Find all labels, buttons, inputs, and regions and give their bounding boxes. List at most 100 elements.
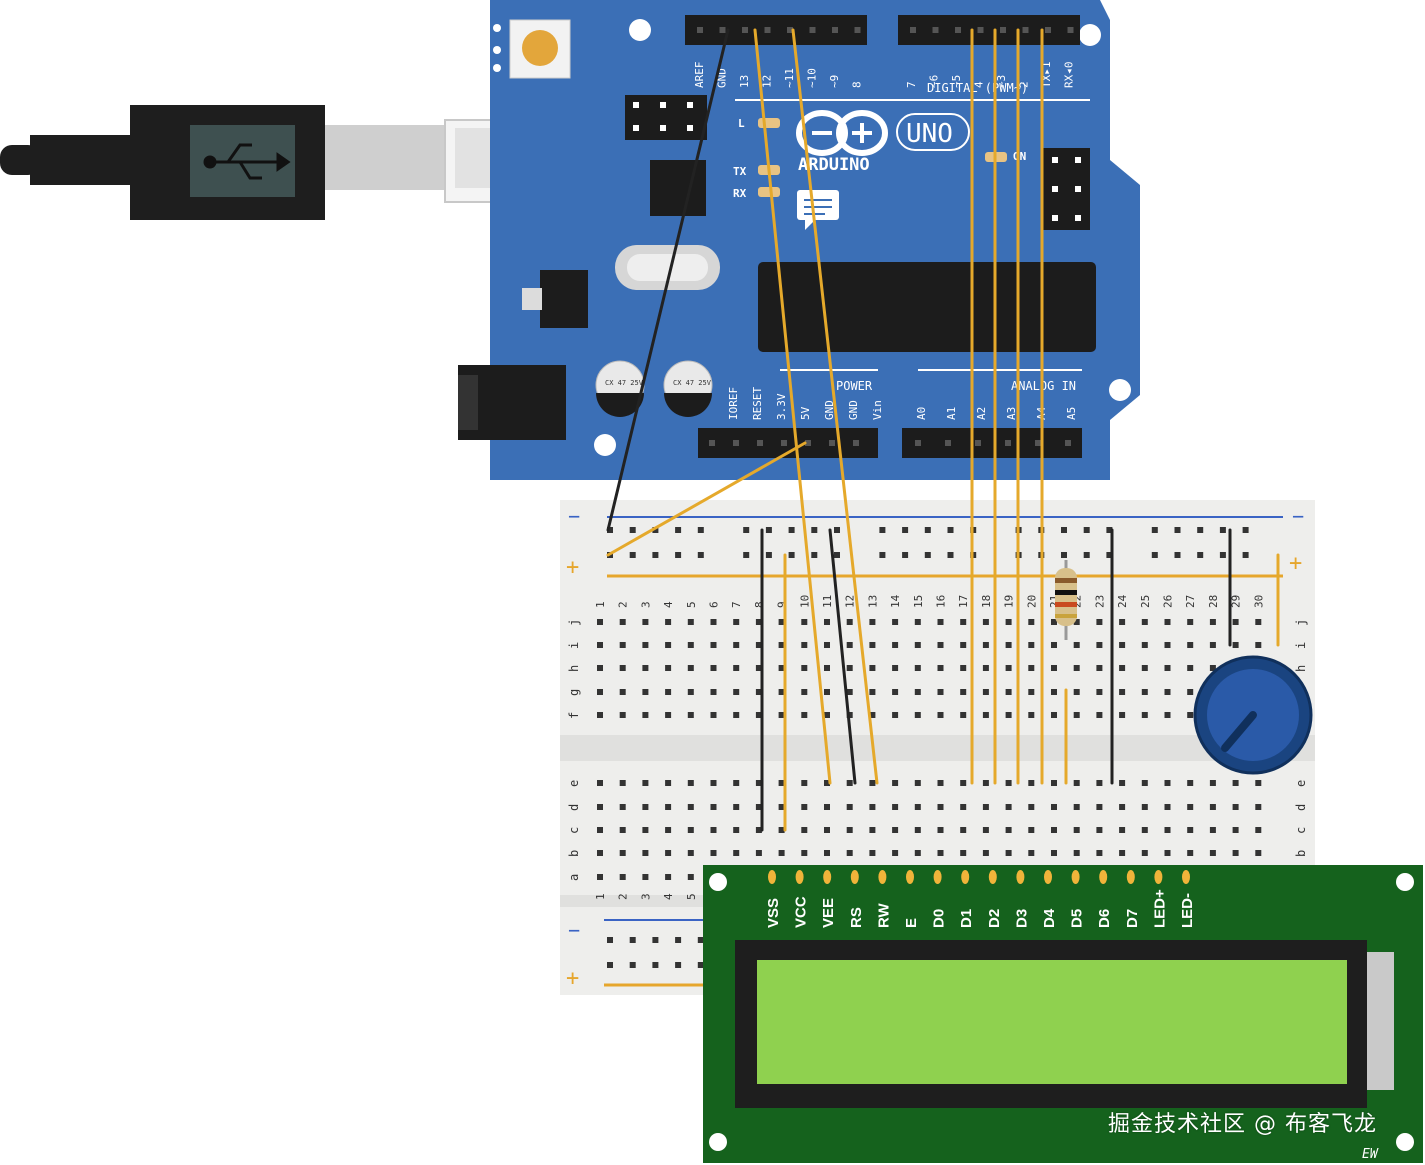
- col-num-top-10: 10: [798, 595, 811, 608]
- lcd-pin-D0: [933, 870, 942, 884]
- lcd-pin-label-VSS: VSS: [765, 898, 782, 928]
- analog-pin-label-0: A0: [915, 407, 928, 420]
- lcd-pin-label-RW: RW: [875, 902, 892, 928]
- pin-label-2: 13: [738, 75, 751, 88]
- row-letter-left-d: d: [567, 804, 581, 811]
- row-letter-left-g: g: [567, 689, 581, 696]
- power-pin-label-1: RESET: [751, 387, 764, 420]
- col-num-top-29: 29: [1230, 595, 1243, 608]
- col-num-top-24: 24: [1116, 594, 1129, 608]
- col-num-top-15: 15: [912, 595, 925, 608]
- pin-label-9: ~6: [928, 75, 941, 88]
- lcd-pin-label-LED-: LED-: [1179, 893, 1196, 928]
- col-num-top-16: 16: [935, 595, 948, 608]
- crystal-oscillator: [615, 245, 720, 290]
- capacitor-1: CX 47 25V: [595, 360, 645, 417]
- col-num-bottom-5: 5: [685, 893, 698, 900]
- jumper-wire-11: [828, 528, 857, 785]
- lcd-pin-label-RS: RS: [848, 907, 865, 928]
- col-num-top-25: 25: [1139, 595, 1152, 608]
- svg-text:UNO: UNO: [906, 119, 953, 149]
- lcd-backlight-tab: [1367, 952, 1394, 1090]
- lcd-pin-label-D3: D3: [1013, 909, 1030, 928]
- jumper-wire-2: [791, 28, 879, 785]
- svg-text:CX 47 25V: CX 47 25V: [605, 379, 644, 387]
- lcd-pin-LED+: [1154, 870, 1163, 884]
- digital-header-label: DIGITAL (PWM~): [927, 81, 1028, 95]
- atmega-microcontroller: [758, 262, 1096, 352]
- lcd-pin-E: [906, 870, 914, 884]
- row-letter-right-h: h: [1294, 665, 1308, 672]
- lcd-pin-label-E: E: [903, 918, 920, 928]
- col-num-top-13: 13: [866, 595, 879, 608]
- rail-plus-label-bl: +: [566, 966, 579, 991]
- pin-label-13: 2: [1018, 81, 1031, 88]
- voltage-regulator: [522, 270, 588, 328]
- led-label-tx: TX: [733, 165, 747, 178]
- col-num-top-27: 27: [1184, 595, 1197, 608]
- lcd-pin-label-LED+: LED+: [1151, 889, 1168, 928]
- svg-text:CX 47 25V: CX 47 25V: [673, 379, 712, 387]
- col-num-top-23: 23: [1093, 595, 1106, 608]
- pin-label-12: ~3: [995, 75, 1008, 88]
- row-letter-right-e: e: [1294, 780, 1308, 787]
- col-num-top-18: 18: [980, 595, 993, 608]
- col-num-top-4: 4: [662, 601, 675, 608]
- lcd-pin-label-VEE: VEE: [820, 898, 837, 928]
- usb-chip: [650, 160, 706, 216]
- lcd-pin-D5: [1071, 870, 1080, 884]
- lcd-pin-LED-: [1182, 870, 1190, 884]
- led-label-l: L: [738, 117, 745, 130]
- potentiometer[interactable]: [1193, 655, 1313, 775]
- digital-header-right: [898, 15, 1080, 45]
- row-letter-right-b: b: [1294, 850, 1308, 857]
- power-pin-label-5: GND: [847, 400, 860, 420]
- col-num-top-1: 1: [594, 601, 607, 608]
- analog-header-label: ANALOG IN: [1011, 379, 1076, 393]
- pin-label-15: RX◂0: [1063, 62, 1076, 89]
- analog-pin-label-5: A5: [1065, 407, 1078, 420]
- lcd-pin-label-D7: D7: [1124, 909, 1141, 928]
- pin-label-4: ~11: [783, 68, 796, 88]
- col-num-top-6: 6: [708, 601, 721, 608]
- col-num-bottom-4: 4: [662, 893, 675, 900]
- col-num-top-30: 30: [1252, 595, 1265, 608]
- lcd-pin-VSS: [768, 870, 776, 884]
- lcd-pin-VCC: [795, 870, 804, 884]
- lcd-pin-D2: [988, 870, 997, 884]
- usb-cable: [0, 105, 574, 220]
- analog-header: [902, 428, 1082, 458]
- row-letter-right-c: c: [1294, 827, 1308, 834]
- speech-bubble-icon: [797, 190, 839, 230]
- row-letter-left-a: a: [567, 874, 581, 881]
- lcd-pin-D7: [1126, 870, 1135, 884]
- analog-pin-label-1: A1: [945, 407, 958, 420]
- lcd-pin-RW: [878, 870, 887, 884]
- pin-label-0: AREF: [693, 62, 706, 89]
- reset-button[interactable]: [493, 19, 571, 79]
- col-num-bottom-3: 3: [639, 893, 652, 900]
- icsp-header-small: [625, 95, 707, 140]
- power-pin-label-4: GND: [823, 400, 836, 420]
- row-letter-left-f: f: [567, 712, 581, 719]
- row-letter-right-d: d: [1294, 804, 1308, 811]
- lcd-pin-label-D4: D4: [1041, 908, 1058, 928]
- jumper-wire-8: [606, 441, 807, 557]
- pin-label-5: ~10: [806, 68, 819, 88]
- col-num-top-11: 11: [821, 595, 834, 608]
- col-num-top-5: 5: [685, 601, 698, 608]
- pin-label-11: 4: [973, 81, 986, 88]
- analog-pin-label-2: A2: [975, 407, 988, 420]
- arduino-infinity-logo: [796, 110, 888, 156]
- lcd-pin-D1: [961, 870, 970, 884]
- row-letter-left-j: j: [567, 619, 581, 626]
- col-num-top-3: 3: [639, 601, 652, 608]
- col-num-top-26: 26: [1162, 595, 1175, 608]
- row-letter-left-c: c: [567, 827, 581, 834]
- lcd-pin-label-VCC: VCC: [793, 896, 810, 928]
- power-pin-label-2: 3.3V: [775, 393, 788, 420]
- power-pin-label-6: Vin: [871, 400, 884, 420]
- rail-minus-label-tr: −: [1292, 504, 1304, 528]
- dc-power-jack: [458, 365, 566, 440]
